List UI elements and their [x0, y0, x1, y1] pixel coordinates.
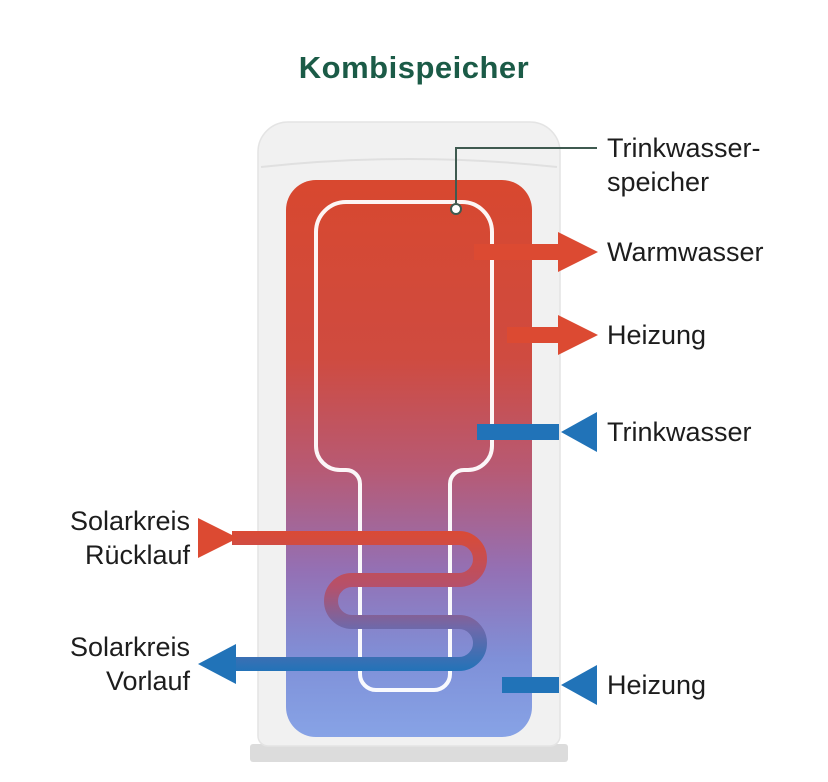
trinkwasser-label: Trinkwasser: [607, 417, 752, 447]
solar-flow-label-line2: Vorlauf: [105, 666, 190, 696]
solar-flow-label-line1: Solarkreis: [69, 632, 190, 662]
trinkwasser-arrow-icon: [477, 412, 597, 452]
tank-lid-seam: [260, 158, 558, 168]
tank-base: [250, 744, 568, 762]
pointer-line: [455, 147, 597, 203]
heizung-out-label: Heizung: [607, 320, 707, 350]
solar-flow-label: Solarkreis Vorlauf: [70, 630, 190, 698]
page-title: Kombispeicher: [298, 50, 530, 85]
warmwasser-arrow-icon: [474, 232, 598, 272]
solar-flow-arrow-icon: [198, 644, 236, 684]
solar-coil: [230, 531, 487, 671]
inner-tank-label: Trinkwasser- speicher: [607, 131, 761, 199]
heizung-in-arrow-icon: [502, 665, 597, 705]
drinking-water-tank: [314, 200, 494, 692]
inner-tank-label-line1: Trinkwasser-: [607, 133, 761, 163]
heizung-out-arrow-icon: [507, 315, 598, 355]
solar-return-label: Solarkreis Rücklauf: [70, 504, 190, 572]
heizung-in-label: Heizung: [607, 670, 707, 700]
warmwasser-label: Warmwasser: [607, 237, 764, 267]
solar-return-arrow-icon: [198, 518, 238, 558]
solar-return-label-line1: Solarkreis: [69, 506, 190, 536]
pointer-dot: [450, 203, 462, 215]
solar-return-label-line2: Rücklauf: [84, 540, 190, 570]
inner-tank-label-line2: speicher: [607, 167, 710, 197]
